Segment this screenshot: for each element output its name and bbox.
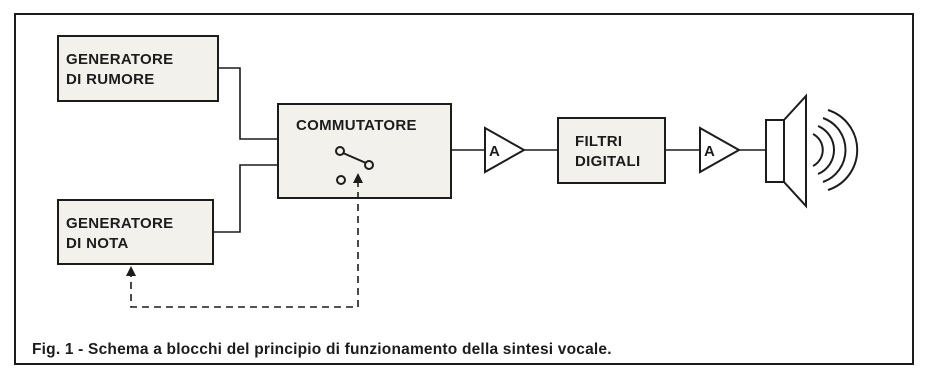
arrow-to-switch bbox=[353, 173, 363, 183]
noise-generator-label-line1: GENERATORE bbox=[66, 51, 173, 68]
switch-contact-icon bbox=[335, 146, 374, 185]
control-dashed-link bbox=[130, 178, 359, 308]
note-generator-label-line2: DI NOTA bbox=[66, 235, 129, 252]
noise-generator-label-line2: DI RUMORE bbox=[66, 71, 155, 88]
note-generator-label-line1: GENERATORE bbox=[66, 215, 173, 232]
switch-block: COMMUTATORE bbox=[277, 103, 452, 199]
switch-label: COMMUTATORE bbox=[296, 117, 417, 134]
amplifier-2-label: A bbox=[704, 143, 715, 160]
amplifier-1-label: A bbox=[489, 143, 500, 160]
speaker-icon bbox=[765, 93, 807, 209]
filters-label-line2: DIGITALI bbox=[575, 153, 640, 170]
noise-generator-block: GENERATORE DI RUMORE bbox=[57, 35, 219, 102]
filters-label-line1: FILTRI bbox=[575, 133, 622, 150]
arrow-to-note-generator bbox=[126, 266, 136, 276]
digital-filters-block: FILTRI DIGITALI bbox=[557, 117, 666, 184]
note-generator-block: GENERATORE DI NOTA bbox=[57, 199, 214, 265]
signal-wires bbox=[213, 67, 766, 233]
sound-waves-icon bbox=[812, 109, 859, 191]
figure-caption: Fig. 1 - Schema a blocchi del principio … bbox=[32, 341, 612, 358]
